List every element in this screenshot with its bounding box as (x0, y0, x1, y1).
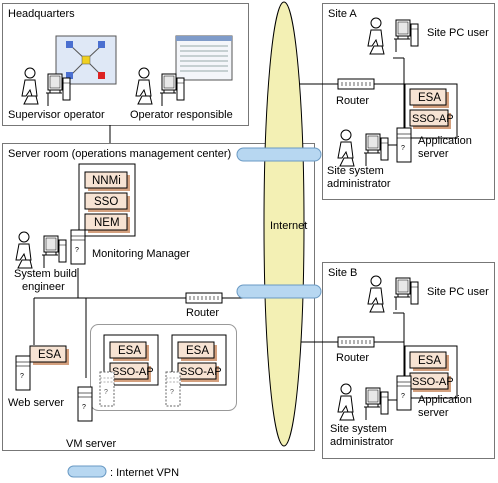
vm2-sso-ap-label: SSO-AP (180, 366, 222, 378)
web-server-esa-label: ESA (38, 349, 61, 361)
legend-vpn-swatch (67, 465, 107, 478)
web-server-esa-box: ESA (29, 345, 69, 365)
site-a-pc-user-label: Site PC user (427, 27, 489, 39)
supervisor-operator-label: Supervisor operator (8, 109, 105, 121)
vm2-sso-ap-box: SSO-AP (177, 362, 222, 382)
site-a-label: Site A (328, 8, 357, 20)
legend-vpn-label: : Internet VPN (110, 467, 179, 479)
operator-responsible-label: Operator responsible (130, 109, 233, 121)
server-room-router-icon (185, 292, 223, 304)
nnmi-box: NNMi (84, 171, 130, 191)
sso-label: SSO (94, 196, 118, 208)
site-b-sso-ap-label: SSO-AP (412, 376, 454, 388)
site-b-router-icon (337, 336, 375, 348)
site-a-admin-label-2: administrator (327, 178, 391, 190)
site-b-esa-label: ESA (418, 355, 441, 367)
system-build-engineer-label-2: engineer (22, 281, 65, 293)
vm1-esa-box: ESA (109, 341, 149, 361)
site-b-esa-box: ESA (409, 351, 449, 371)
site-a-sso-ap-box: SSO-AP (409, 109, 454, 129)
site-a-esa-label: ESA (418, 92, 441, 104)
site-a-admin-label-1: Site system (327, 165, 384, 177)
vm1-tower-icon (99, 371, 115, 407)
web-server-tower-icon (15, 355, 31, 391)
nem-box: NEM (84, 213, 130, 233)
sso-box: SSO (84, 192, 130, 212)
site-a-router-icon (337, 78, 375, 90)
site-b-app-server-label-1: Application (418, 394, 472, 406)
monitoring-manager-tower-icon (70, 229, 86, 265)
internet-label: Internet (270, 220, 307, 232)
event-list-screen-icon (175, 35, 233, 81)
system-build-engineer-label-1: System build (14, 268, 77, 280)
site-a-router-label: Router (336, 95, 369, 107)
site-a-app-server-label-1: Application (418, 135, 472, 147)
vpn-tunnel-site-b (236, 284, 322, 299)
site-b-pc-user-label: Site PC user (427, 286, 489, 298)
site-a-app-server-label-2: server (418, 148, 449, 160)
site-b-app-server-tower-icon (396, 375, 412, 411)
site-b-admin-label-2: administrator (330, 436, 394, 448)
vm-server-label: VM server (66, 438, 116, 450)
vm2-esa-label: ESA (186, 345, 209, 357)
site-b-label: Site B (328, 267, 357, 279)
site-a-esa-box: ESA (409, 88, 449, 108)
site-b-sso-ap-box: SSO-AP (409, 372, 454, 392)
web-server-label: Web server (8, 397, 64, 409)
site-b-router-label: Router (336, 352, 369, 364)
site-a-sso-ap-label: SSO-AP (412, 113, 454, 125)
site-a-app-server-tower-icon (396, 127, 412, 163)
vm1-esa-label: ESA (118, 345, 141, 357)
topology-screen-icon (55, 35, 117, 85)
site-b-admin-label-1: Site system (330, 423, 387, 435)
internet-cloud (263, 1, 305, 447)
headquarters-label: Headquarters (8, 8, 75, 20)
nnmi-label: NNMi (92, 175, 121, 187)
site-b-app-server-label-2: server (418, 407, 449, 419)
vm1-sso-ap-label: SSO-AP (112, 366, 154, 378)
vpn-tunnel-site-a (236, 147, 322, 162)
monitoring-manager-label: Monitoring Manager (92, 248, 190, 260)
server-room-router-label: Router (186, 307, 219, 319)
vm1-sso-ap-box: SSO-AP (109, 362, 154, 382)
vm2-tower-icon (165, 371, 181, 407)
vm2-esa-box: ESA (177, 341, 217, 361)
vm-server-tower-icon (77, 386, 93, 422)
nem-label: NEM (94, 217, 120, 229)
server-room-label: Server room (operations management cente… (8, 148, 231, 160)
